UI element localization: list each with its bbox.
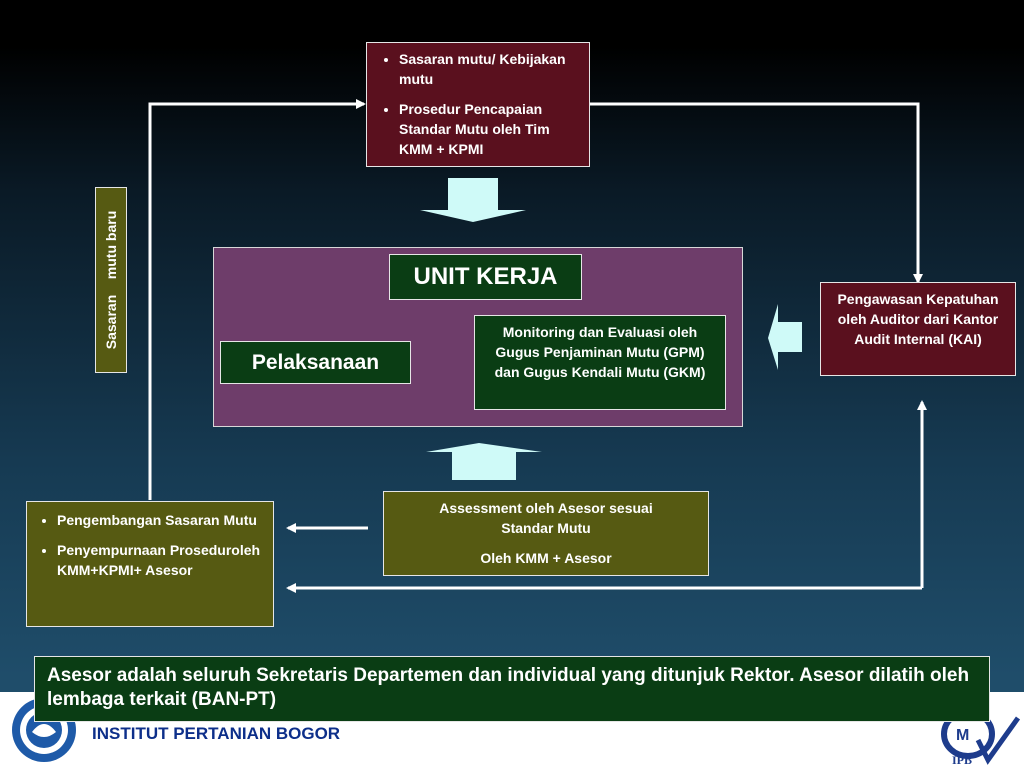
institution-name: INSTITUT PERTANIAN BOGOR: [92, 724, 341, 743]
pengawasan-box: Pengawasan Kepatuhan oleh Auditor dari K…: [820, 282, 1016, 376]
pengembangan-item-2: Penyempurnaan Proseduroleh KMM+KPMI+ Ase…: [57, 540, 267, 580]
assessment-box: Assessment oleh Asesor sesuai Standar Mu…: [383, 491, 709, 576]
asesor-note: Asesor adalah seluruh Sekretaris Departe…: [34, 656, 990, 722]
monitoring-box: Monitoring dan Evaluasi oleh Gugus Penja…: [474, 315, 726, 410]
unit-kerja-title: UNIT KERJA: [389, 254, 582, 300]
block-arrow-down: [420, 178, 526, 222]
assessment-line-1: Assessment oleh Asesor sesuai Standar Mu…: [439, 500, 653, 536]
pelaksanaan-box: Pelaksanaan: [220, 341, 411, 384]
pengembangan-item-1: Pengembangan Sasaran Mutu: [57, 510, 267, 530]
assessment-line-2: Oleh KMM + Asesor: [480, 550, 612, 566]
sasaran-mutu-box: Sasaran mutu/ Kebijakan mutu Prosedur Pe…: [366, 42, 590, 167]
sasaran-item-2: Prosedur Pencapaian Standar Mutu oleh Ti…: [399, 99, 583, 159]
ipb-logo-text: IPB: [952, 753, 972, 766]
block-arrow-up: [426, 443, 542, 480]
block-arrow-left: [768, 304, 802, 370]
svg-text:M: M: [956, 727, 969, 744]
sasaran-mutu-baru-label: Sasaran mutu baru: [95, 187, 127, 373]
line-top-to-pengawasan: [590, 102, 923, 284]
sasaran-item-1: Sasaran mutu/ Kebijakan mutu: [399, 49, 583, 89]
pengembangan-box: Pengembangan Sasaran Mutu Penyempurnaan …: [26, 501, 274, 627]
feedback-line-left: [148, 99, 366, 500]
